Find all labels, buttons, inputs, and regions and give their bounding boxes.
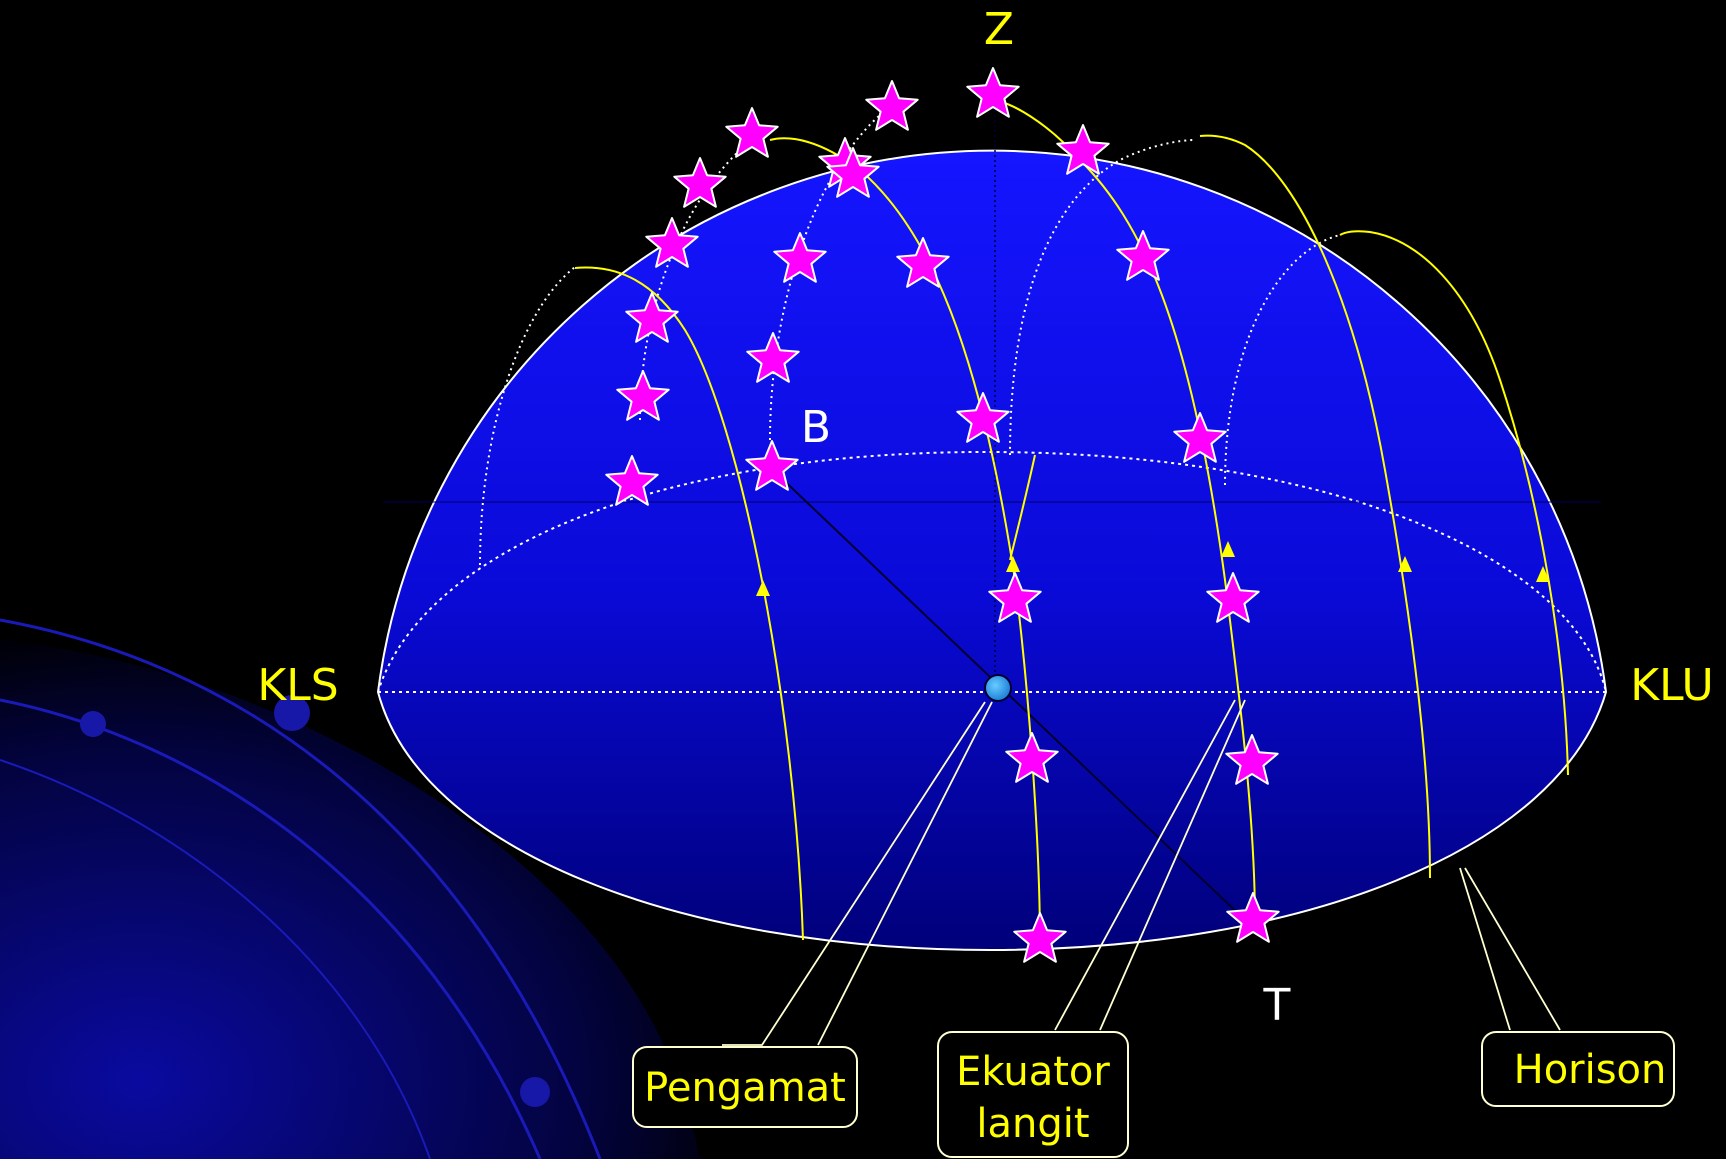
observer-dot-icon bbox=[984, 674, 1012, 702]
star-icon bbox=[865, 80, 919, 131]
star-icon bbox=[826, 147, 880, 198]
callout-equator-line1: Ekuator bbox=[956, 1049, 1110, 1095]
callout-equator-line2: langit bbox=[976, 1101, 1089, 1147]
star-icon bbox=[625, 292, 679, 343]
star-icon bbox=[1173, 412, 1227, 463]
west-label: B bbox=[801, 402, 831, 453]
star-icon bbox=[966, 67, 1020, 118]
star-icon bbox=[896, 237, 950, 288]
star-icon bbox=[773, 232, 827, 283]
arrow-icon bbox=[756, 580, 770, 596]
callout-horizon-text: Horison bbox=[1514, 1047, 1667, 1093]
arrow-icon bbox=[1398, 556, 1412, 572]
star-icon bbox=[745, 440, 799, 491]
arrow-icon bbox=[1006, 556, 1020, 572]
callout-observer: Pengamat bbox=[632, 1046, 858, 1128]
star-icon bbox=[746, 332, 800, 383]
cardinal-labels: Z KLS KLU B T bbox=[257, 4, 1713, 1031]
callout-pointers bbox=[722, 699, 1561, 1046]
arrow-icon bbox=[1221, 541, 1235, 557]
star-icon bbox=[1116, 230, 1170, 281]
star-icon bbox=[1056, 124, 1110, 175]
star-icon bbox=[616, 370, 670, 421]
star-icon bbox=[605, 455, 659, 506]
star-icon bbox=[1005, 732, 1059, 783]
star-icon bbox=[1013, 912, 1067, 963]
star-icon bbox=[725, 107, 779, 158]
stars bbox=[605, 67, 1280, 963]
east-label: T bbox=[1263, 980, 1291, 1031]
callout-horizon: Horison bbox=[1481, 1031, 1675, 1107]
star-icon bbox=[1206, 572, 1260, 623]
star-trail bbox=[1339, 230, 1569, 776]
observer bbox=[984, 674, 1012, 702]
star-trail bbox=[1199, 134, 1431, 879]
star-icon bbox=[1226, 892, 1280, 943]
callout-observer-text: Pengamat bbox=[644, 1065, 846, 1111]
arrow-icon bbox=[1536, 566, 1550, 582]
star-icon bbox=[988, 572, 1042, 623]
star-icon bbox=[673, 157, 727, 208]
callout-equator: Ekuator langit bbox=[937, 1031, 1129, 1158]
star-trail bbox=[1009, 454, 1036, 561]
direction-arrows bbox=[756, 541, 1550, 596]
north-label: KLU bbox=[1630, 660, 1713, 711]
star-icon bbox=[1225, 734, 1279, 785]
sky-dome bbox=[376, 149, 1608, 952]
background-decoration bbox=[0, 618, 700, 1159]
star-icon bbox=[956, 392, 1010, 443]
south-label: KLS bbox=[257, 660, 338, 711]
star-icon bbox=[645, 217, 699, 268]
star-trail bbox=[574, 266, 804, 941]
zenith-label: Z bbox=[984, 4, 1014, 55]
